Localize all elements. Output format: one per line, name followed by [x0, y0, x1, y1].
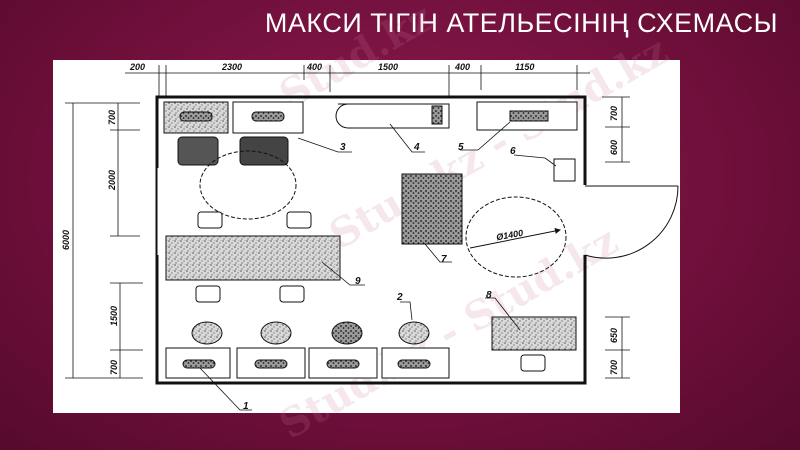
- top-dimensions: [125, 65, 590, 97]
- callout-5: 5: [458, 142, 464, 153]
- chair: [286, 211, 312, 229]
- chair: [279, 285, 305, 303]
- dim-right-600: 600: [609, 140, 619, 155]
- work-zone-circle: [199, 150, 297, 220]
- callout-leaders: [199, 121, 557, 411]
- dim-left-2000: 2000: [107, 170, 117, 191]
- dim-top-1500: 1500: [378, 62, 398, 72]
- sewing-machine-icon: [179, 111, 213, 122]
- callout-9: 9: [355, 276, 361, 287]
- stool: [260, 321, 292, 345]
- dim-left-6000: 6000: [61, 230, 71, 250]
- dim-left-700b: 700: [109, 360, 119, 375]
- fitting-circle: [465, 196, 567, 278]
- dim-right-700a: 700: [609, 106, 619, 121]
- table-7: [401, 173, 463, 245]
- sink: [553, 158, 576, 182]
- left-dimensions: [65, 102, 143, 379]
- callout-8: 8: [486, 290, 492, 301]
- callout-3: 3: [340, 142, 346, 153]
- stool: [331, 321, 363, 345]
- callout-6: 6: [510, 146, 516, 157]
- dim-right-650: 650: [609, 328, 619, 343]
- dim-top-400a: 400: [306, 62, 322, 72]
- right-dimensions: [602, 96, 630, 379]
- ironing-board: [335, 103, 450, 129]
- table-9: [165, 235, 341, 281]
- sewing-machine-icon: [251, 111, 285, 122]
- dim-top-200: 200: [129, 62, 145, 72]
- furniture: [163, 101, 578, 379]
- callout-2: 2: [396, 292, 403, 303]
- chair: [195, 285, 221, 303]
- dim-left-700a: 700: [107, 110, 117, 125]
- slide-title: МАКСИ ТІГІН АТЕЛЬЕСІНІҢ СХЕМАСЫ: [264, 8, 778, 38]
- chair: [520, 354, 546, 372]
- callout-7: 7: [441, 254, 447, 265]
- dim-top-1150: 1150: [515, 62, 534, 72]
- callout-1: 1: [243, 401, 249, 412]
- dim-top-400b: 400: [454, 62, 470, 72]
- diameter-label: Ø1400: [496, 228, 524, 243]
- chair: [197, 211, 223, 229]
- dim-right-700b: 700: [609, 360, 619, 375]
- machine-chair: [177, 136, 219, 166]
- iron-icon: [431, 105, 443, 125]
- door: [584, 185, 679, 259]
- callout-4: 4: [413, 142, 420, 153]
- stool: [191, 321, 223, 345]
- dim-top-2300: 2300: [221, 62, 242, 72]
- walls: [155, 95, 587, 385]
- dim-left-1500: 1500: [109, 306, 119, 326]
- table-8: [491, 316, 577, 351]
- stool: [398, 321, 430, 345]
